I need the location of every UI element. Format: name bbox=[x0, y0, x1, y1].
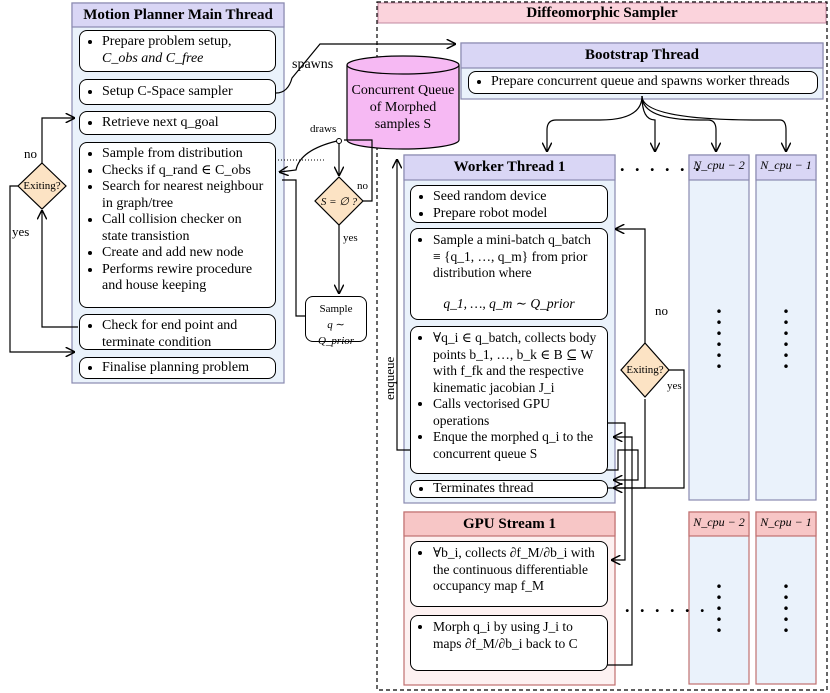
sample-prior-line2: q ∼ Q_prior bbox=[317, 319, 355, 347]
gpu-box-morph: Morph q_i by using J_i to maps ∂f_M/∂b_i… bbox=[410, 615, 608, 671]
exiting-left-no: no bbox=[24, 146, 37, 161]
main-box-setup: Prepare problem setup,C_obs and C_free bbox=[79, 30, 276, 72]
sampler-frame bbox=[376, 1, 828, 691]
gpu-box-collect: ∀b_i, collects ∂f_M/∂b_i with the contin… bbox=[410, 541, 608, 607]
worker-box-minibatch: Sample a mini-batch q_batch ≡ {q_1, …, q… bbox=[410, 228, 608, 320]
bootstrap-title: Bootstrap Thread bbox=[584, 47, 700, 63]
loop-item-check: Checks if q_rand ∈ C_obs bbox=[102, 163, 269, 180]
s-empty-label: S = ∅ ? bbox=[320, 196, 358, 208]
gpu-collect-item: ∀b_i, collects ∂f_M/∂b_i with the contin… bbox=[433, 545, 601, 595]
worker-box-seed: Seed random device Prepare robot model bbox=[410, 185, 608, 223]
main-box-terminate-text: Check for end point and terminate condit… bbox=[102, 318, 269, 351]
main-box-terminate: Check for end point and terminate condit… bbox=[79, 314, 276, 350]
sample-prior-box: Sample q ∼ Q_prior bbox=[305, 296, 367, 347]
main-box-loop: Sample from distribution Checks if q_ran… bbox=[79, 142, 276, 308]
spawns-label: spawns bbox=[292, 57, 334, 72]
main-box-setup-line1: Prepare problem setup, bbox=[102, 34, 232, 49]
gpu-ncpu2-title: N_cpu − 2 bbox=[693, 515, 745, 529]
main-box-sampler-text: Setup C-Space sampler bbox=[102, 84, 269, 101]
draws-label: draws bbox=[310, 123, 337, 135]
main-box-sampler: Setup C-Space sampler bbox=[79, 79, 276, 105]
ncpu1-title: N_cpu − 1 bbox=[760, 158, 812, 172]
gpu-morph-item: Morph q_i by using J_i to maps ∂f_M/∂b_i… bbox=[433, 619, 601, 652]
exiting-right-no: no bbox=[655, 303, 668, 318]
gpu-hdots: . . . . . . bbox=[625, 596, 708, 616]
queue-label: Concurrent Queue of Morphed samples S bbox=[347, 82, 459, 133]
loop-item-sample: Sample from distribution bbox=[102, 146, 269, 163]
ncpu1-vdots: ...... bbox=[783, 293, 789, 373]
exiting-diamond-left bbox=[17, 162, 67, 210]
queue-cylinder bbox=[346, 55, 460, 150]
main-box-finalise: Finalise planning problem bbox=[79, 357, 276, 379]
gpu-title: GPU Stream 1 bbox=[462, 515, 557, 532]
exiting-left-yes: yes bbox=[12, 224, 30, 239]
ncpu2-vdots: ...... bbox=[716, 293, 722, 373]
worker-title: Worker Thread 1 bbox=[453, 159, 566, 175]
main-thread-title: Motion Planner Main Thread bbox=[83, 6, 273, 23]
bootstrap-box: Prepare concurrent queue and spawns work… bbox=[468, 71, 818, 94]
ncpu2-column bbox=[688, 154, 750, 501]
loop-item-search: Search for nearest neighbour in graph/tr… bbox=[102, 179, 269, 212]
ncpu1-column bbox=[755, 154, 817, 501]
worker-terminate-item: Terminates thread bbox=[433, 481, 601, 498]
worker-minibatch-item: Sample a mini-batch q_batch ≡ {q_1, …, q… bbox=[433, 232, 601, 282]
worker-box-collect: ∀q_i ∈ q_batch, collects body points b_1… bbox=[410, 326, 608, 474]
enqueue-label: enqueue bbox=[382, 356, 397, 400]
worker-box-terminate: Terminates thread bbox=[410, 480, 608, 498]
bootstrap-item: Prepare concurrent queue and spawns work… bbox=[491, 74, 811, 91]
worker-enque-item: Enque the morphed q_i to the concurrent … bbox=[433, 429, 601, 462]
exiting-right-label: Exiting? bbox=[626, 364, 664, 376]
exiting-left-label: Exiting? bbox=[23, 180, 61, 192]
sampler-title-bar bbox=[377, 2, 827, 24]
gpu-ncpu1-title: N_cpu − 1 bbox=[760, 515, 812, 529]
s-empty-yes: yes bbox=[343, 232, 358, 244]
sampler-title: Diffeomorphic Sampler bbox=[526, 4, 678, 21]
main-box-finalise-text: Finalise planning problem bbox=[102, 360, 269, 377]
worker-minibatch-dist: q_1, …, q_m ∼ Q_prior bbox=[443, 295, 575, 311]
loop-item-rewire: Performs rewire procedure and house keep… bbox=[102, 262, 269, 295]
gpu-ncpu1-vdots: ..... bbox=[783, 568, 789, 637]
queue-label-line3: samples S bbox=[374, 117, 432, 132]
worker-gpu-item: Calls vectorised GPU operations bbox=[433, 396, 601, 429]
worker-model-item: Prepare robot model bbox=[433, 206, 601, 223]
loop-item-create: Create and add new node bbox=[102, 245, 269, 262]
exiting-diamond-right bbox=[620, 342, 670, 398]
main-box-setup-line2: C_obs and C_free bbox=[102, 50, 204, 66]
sample-prior-line1: Sample bbox=[319, 303, 353, 315]
worker-hdots: . . . . . . bbox=[620, 155, 703, 175]
ncpu2-title: N_cpu − 2 bbox=[693, 158, 745, 172]
exiting-right-yes: yes bbox=[667, 380, 682, 392]
loop-item-collision: Call collision checker on state transist… bbox=[102, 212, 269, 245]
gpu-ncpu2-vdots: ..... bbox=[716, 568, 722, 637]
queue-label-line1: Concurrent Queue bbox=[351, 83, 455, 98]
queue-label-line2: of Morphed bbox=[369, 100, 437, 115]
worker-seed-item: Seed random device bbox=[433, 189, 601, 206]
s-empty-no: no bbox=[357, 180, 368, 192]
main-box-goal: Retrieve next q_goal bbox=[79, 111, 276, 135]
worker-collect-item: ∀q_i ∈ q_batch, collects body points b_1… bbox=[433, 330, 601, 396]
main-box-goal-text: Retrieve next q_goal bbox=[102, 115, 269, 132]
